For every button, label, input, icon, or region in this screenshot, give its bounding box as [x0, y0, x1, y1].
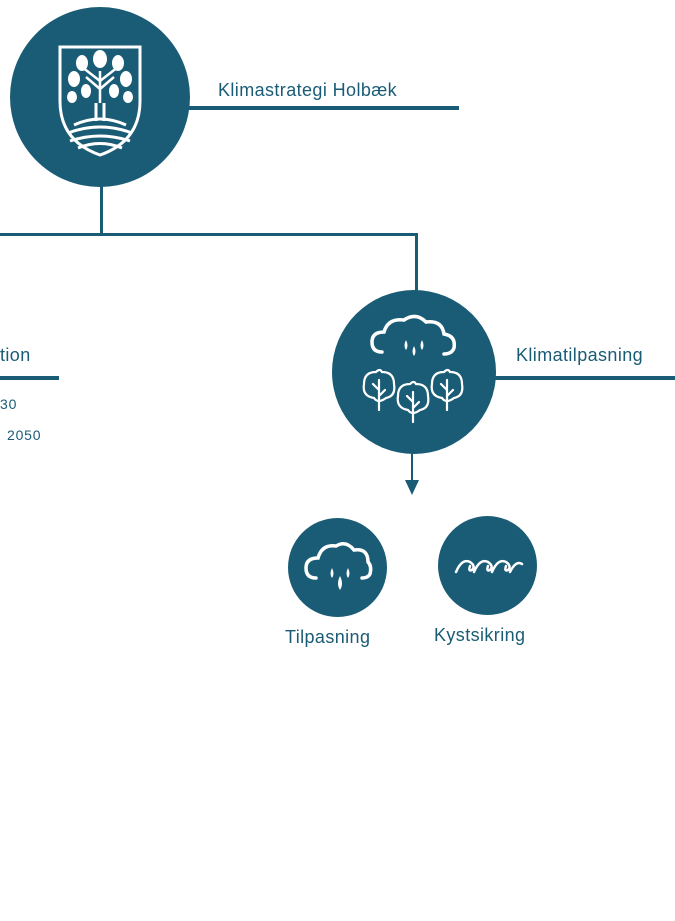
holbaek-coat-of-arms-icon: [58, 45, 142, 157]
left-branch-line-2: 2050: [7, 427, 42, 443]
right-branch-node-circle[interactable]: [332, 290, 496, 454]
down-arrow-shaft: [411, 448, 413, 482]
child-node-kystsikring[interactable]: [438, 516, 537, 615]
right-branch-connector-vertical: [415, 233, 418, 293]
root-title: Klimastrategi Holbæk: [218, 80, 398, 100]
child-node-tilpasning[interactable]: [288, 518, 387, 617]
root-connector-vertical: [100, 180, 103, 235]
branch-connector-horizontal: [0, 233, 418, 236]
right-branch-title-underline: [492, 376, 675, 380]
child-label-kystsikring: Kystsikring: [434, 625, 526, 645]
root-title-underline: [185, 106, 459, 110]
left-branch-line-1: 30: [0, 396, 18, 412]
cloud-rain-trees-icon: [362, 314, 464, 424]
down-arrow-head-icon: [405, 480, 419, 495]
left-branch-title: tion: [0, 345, 31, 365]
right-branch-title: Klimatilpasning: [516, 345, 644, 365]
child-label-tilpasning: Tilpasning: [285, 627, 371, 647]
cloud-rain-icon: [304, 542, 373, 590]
waves-icon: [454, 559, 524, 574]
root-node-circle[interactable]: [10, 7, 190, 187]
left-branch-underline: [0, 376, 59, 380]
